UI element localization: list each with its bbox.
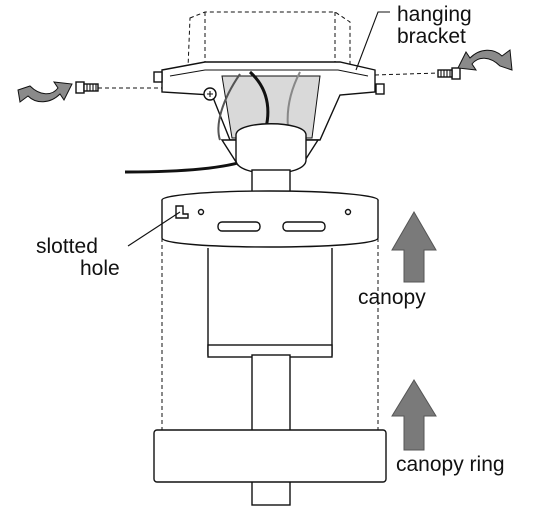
up-arrow-canopy-icon <box>391 211 437 283</box>
leader-slotted-hole <box>127 211 181 247</box>
screw-bracket-left <box>153 71 163 83</box>
leader-hanging-bracket <box>355 11 390 71</box>
canopy-ring-label: canopy ring <box>396 453 505 476</box>
canopy-ring <box>153 429 387 483</box>
slotted-hole <box>175 205 189 219</box>
screw-left <box>75 81 99 94</box>
ball-mount <box>235 123 307 199</box>
screw-right <box>437 67 461 80</box>
slotted-hole-label-line2: hole <box>80 257 120 280</box>
up-arrow-canopy-ring-icon <box>391 379 437 451</box>
screw-bracket-right <box>375 83 385 95</box>
canopy-label: canopy <box>358 286 426 309</box>
canopy <box>161 190 379 358</box>
hanging-bracket-label-line2: bracket <box>397 25 466 48</box>
screw-path-right <box>374 72 439 76</box>
slotted-hole-label-line1: slotted <box>36 235 98 258</box>
rotate-arrow-right-icon <box>457 49 513 71</box>
hanging-bracket-label-line1: hanging <box>397 3 472 26</box>
rotate-arrow-left-icon <box>17 81 73 103</box>
